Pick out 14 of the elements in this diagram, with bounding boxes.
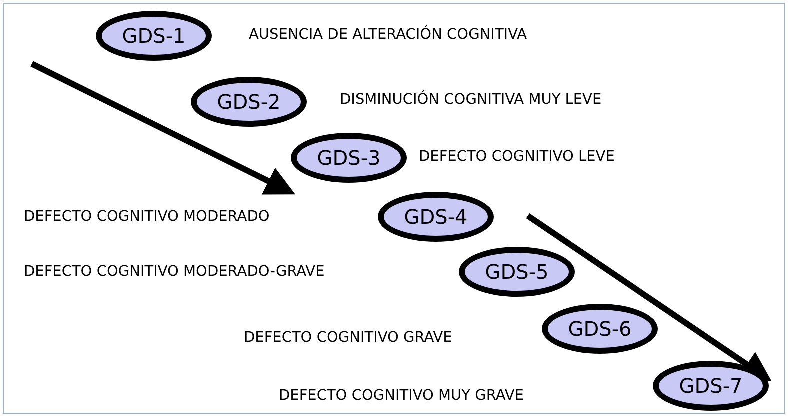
stage-code: GDS-2 [217, 90, 281, 114]
stage-code: GDS-7 [679, 374, 743, 398]
stage-description: DEFECTO COGNITIVO GRAVE [244, 330, 452, 346]
stage-code: GDS-4 [404, 205, 468, 229]
stage-description: DEFECTO COGNITIVO MODERADO [24, 209, 270, 225]
stage-description: DEFECTO COGNITIVO MUY GRAVE [279, 388, 524, 404]
stage-code: GDS-6 [568, 317, 632, 341]
stage-code: GDS-3 [317, 146, 381, 170]
stage-description: AUSENCIA DE ALTERACIÓN COGNITIVA [249, 27, 527, 43]
stage-description: DEFECTO COGNITIVO MODERADO-GRAVE [24, 264, 325, 280]
stage-code: GDS-5 [485, 260, 549, 284]
stage-description: DEFECTO COGNITIVO LEVE [419, 149, 615, 165]
stage-description: DISMINUCIÓN COGNITIVA MUY LEVE [340, 92, 602, 108]
stage-code: GDS-1 [122, 24, 186, 48]
